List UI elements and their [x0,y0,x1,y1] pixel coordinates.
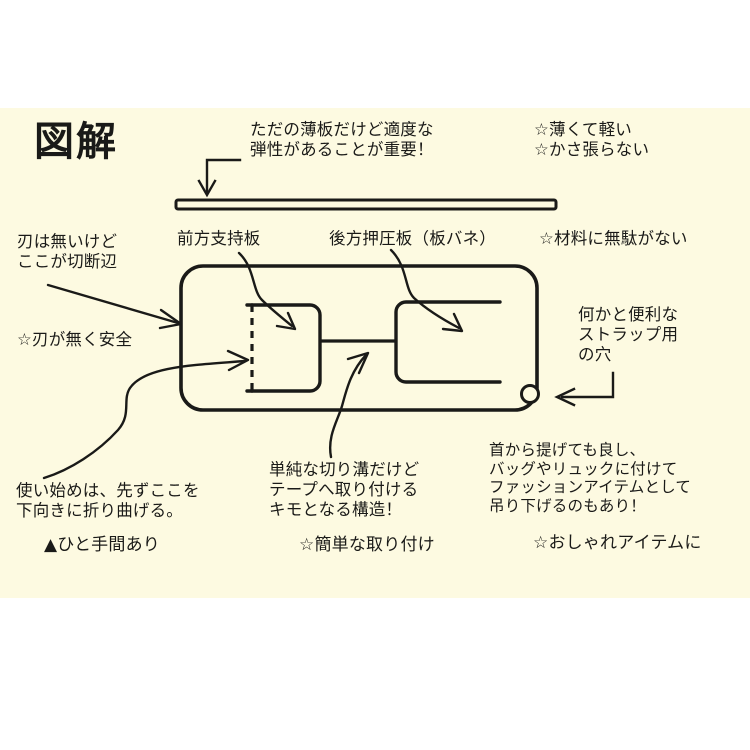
thin-spring-plate [174,198,558,211]
annotation-wear-note: 首から提げても良し、 バッグやリュックに付けて ファッションアイテムとして 吊り… [489,441,692,515]
annotation-rear-press-plate: 後方押圧板（板バネ） [329,229,496,248]
annotation-merit-safe: ☆刃が無く安全 [17,330,133,349]
annotation-groove-note: 単純な切り溝だけど テープへ取り付ける キモとなる構造！ [269,460,420,519]
annotation-merit-thin-light: ☆薄くて軽い ☆かさ張らない [534,120,650,159]
leader-rear-press-plate [389,248,464,333]
annotation-strap-hole-note: 何かと便利な ストラップ用 の穴 [578,305,679,364]
leader-front-support-plate [237,251,297,331]
annotation-merit-no-waste: ☆材料に無駄がない [539,229,688,248]
main-body-outline [179,264,539,412]
front-support-plate-shape [245,303,322,393]
annotation-caution-one-step: ▲ひと手間あり [44,535,160,555]
rear-press-plate-shape [394,300,502,384]
leader-strap-hole [554,371,615,407]
strap-hole [520,384,540,404]
leader-cutting-edge [46,283,183,330]
leader-first-use-curve [42,349,250,480]
annotation-first-use-note: 使い始めは、先ずここを 下向きに折り曲げる。 [16,481,200,520]
annotation-merit-fashion: ☆おしゃれアイテムに [533,533,702,553]
page-title: 図解 [34,119,118,165]
annotation-front-support-plate: 前方支持板 [177,229,261,248]
thin-plate-pointer-arrow [197,158,242,198]
annotation-merit-easy-attach: ☆簡単な取り付け [299,535,435,555]
annotation-top-plate-note: ただの薄板だけど適度な 弾性があることが重要！ [250,120,434,159]
annotation-no-blade-note: 刃は無いけど ここが切断辺 [17,232,118,271]
leader-groove-curve [328,351,370,459]
